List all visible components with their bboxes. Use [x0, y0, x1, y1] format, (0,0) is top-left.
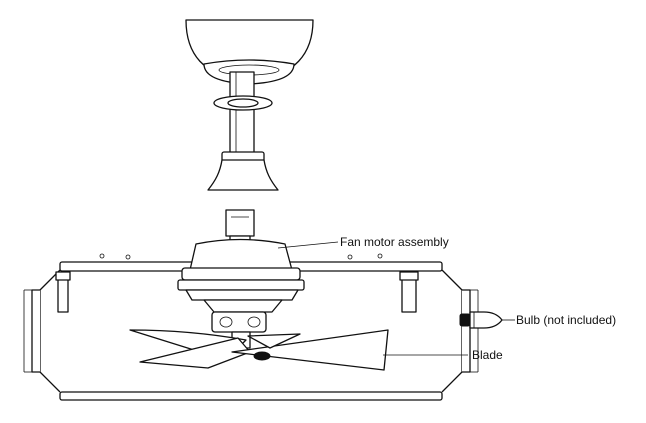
light-bulb-icon: [459, 311, 503, 329]
fan-motor-assembly: [177, 238, 305, 349]
downrod: [229, 71, 255, 161]
right-cage-frame: [399, 269, 479, 393]
motor-label: Fan motor assembly: [340, 235, 449, 249]
cage-bottom-rim: [59, 391, 443, 401]
bulb-label: Bulb (not included): [516, 313, 617, 327]
blade-label: Blade: [472, 348, 503, 362]
mounting-ring: [213, 95, 273, 111]
blades: [129, 329, 389, 371]
canopy: [185, 19, 314, 85]
left-cage-frame: [23, 269, 71, 393]
motor-leader-line: [277, 241, 339, 249]
coupler-cover: [207, 151, 279, 191]
